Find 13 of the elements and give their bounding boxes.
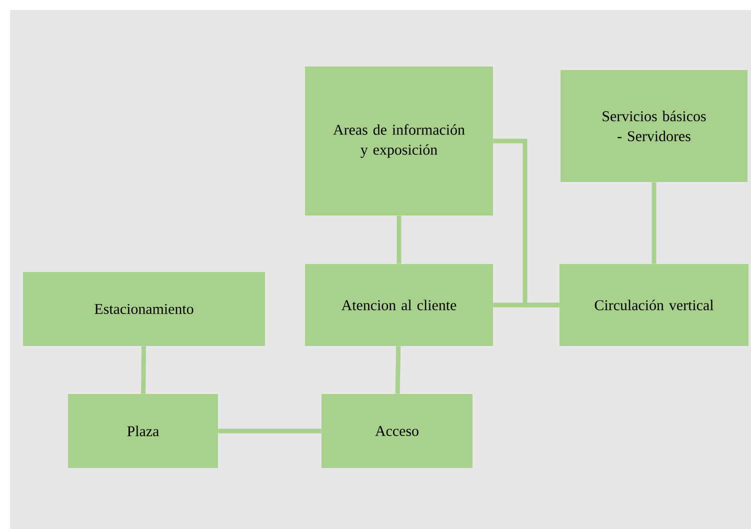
connector-line (395, 346, 401, 394)
connector-line (141, 346, 146, 394)
process-box: Plaza (68, 394, 218, 468)
process-box: Estacionamiento (23, 272, 265, 346)
connector-line (652, 182, 656, 264)
process-box: Circulación vertical (560, 264, 748, 346)
connector-line (396, 216, 402, 264)
connector-line (493, 138, 560, 308)
process-box: Areas de información y exposición (305, 66, 493, 216)
connector-line (218, 428, 322, 434)
process-box: Acceso (322, 394, 472, 468)
process-box: Servicios básicos - Servidores (560, 70, 748, 182)
process-box: Atencion al cliente (305, 264, 493, 346)
